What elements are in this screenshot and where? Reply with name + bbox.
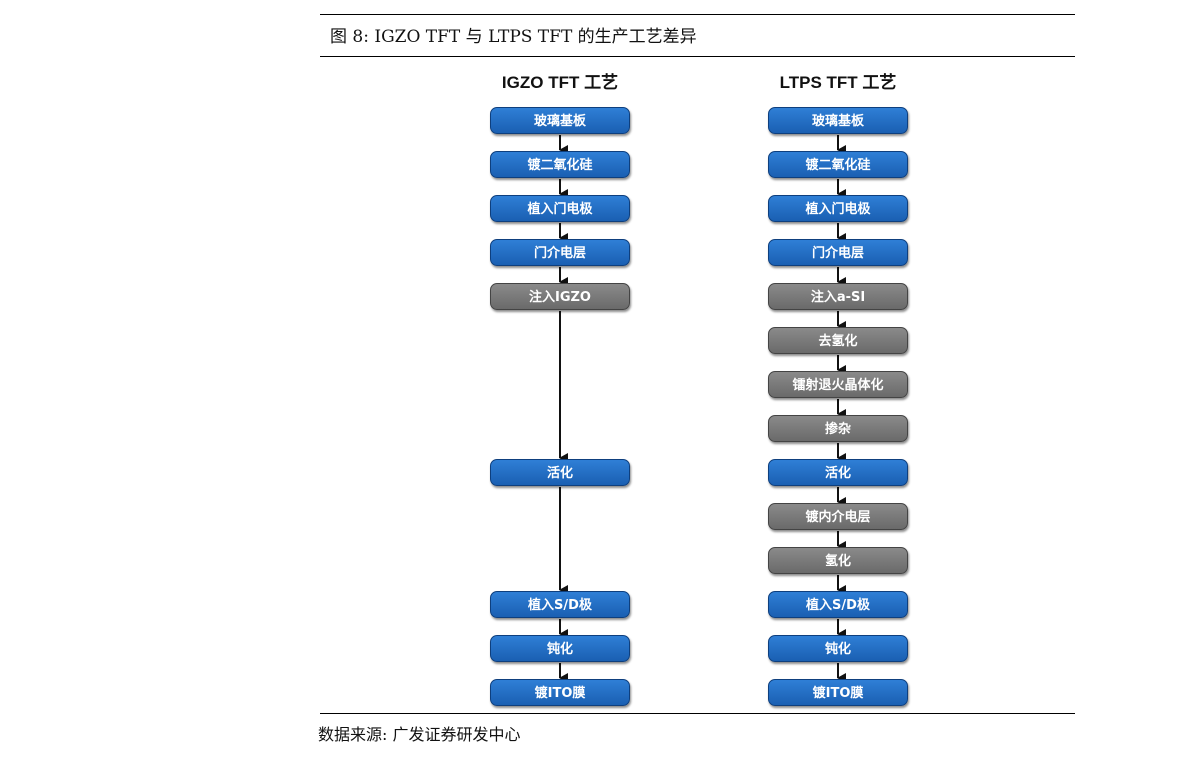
ltps-step-box: 氢化 — [768, 547, 908, 574]
ltps-step-box: 植入S/D极 — [768, 591, 908, 618]
bottom-rule — [320, 713, 1075, 714]
ltps-step-box: 去氢化 — [768, 327, 908, 354]
source-note: 数据来源: 广发证券研发中心 — [318, 725, 521, 744]
ltps-step-box: 掺杂 — [768, 415, 908, 442]
ltps-column-title: LTPS TFT 工艺 — [779, 73, 897, 92]
ltps-step-box: 镀ITO膜 — [768, 679, 908, 706]
igzo-step-box: 活化 — [490, 459, 630, 486]
igzo-step-box: 镀二氧化硅 — [490, 151, 630, 178]
ltps-step-box: 玻璃基板 — [768, 107, 908, 134]
title-rule — [320, 56, 1075, 57]
ltps-step-box: 钝化 — [768, 635, 908, 662]
igzo-step-box: 植入门电极 — [490, 195, 630, 222]
top-rule — [320, 14, 1075, 15]
igzo-step-box: 钝化 — [490, 635, 630, 662]
igzo-step-box: 门介电层 — [490, 239, 630, 266]
figure-title: 图 8: IGZO TFT 与 LTPS TFT 的生产工艺差异 — [330, 27, 697, 47]
igzo-step-box: 镀ITO膜 — [490, 679, 630, 706]
ltps-step-box: 植入门电极 — [768, 195, 908, 222]
ltps-step-box: 注入a-SI — [768, 283, 908, 310]
ltps-step-box: 门介电层 — [768, 239, 908, 266]
ltps-step-box: 镭射退火晶体化 — [768, 371, 908, 398]
ltps-step-box: 镀二氧化硅 — [768, 151, 908, 178]
igzo-step-box: 玻璃基板 — [490, 107, 630, 134]
ltps-step-box: 活化 — [768, 459, 908, 486]
igzo-step-box: 注入IGZO — [490, 283, 630, 310]
igzo-step-box: 植入S/D极 — [490, 591, 630, 618]
igzo-column-title: IGZO TFT 工艺 — [501, 73, 619, 92]
ltps-step-box: 镀内介电层 — [768, 503, 908, 530]
